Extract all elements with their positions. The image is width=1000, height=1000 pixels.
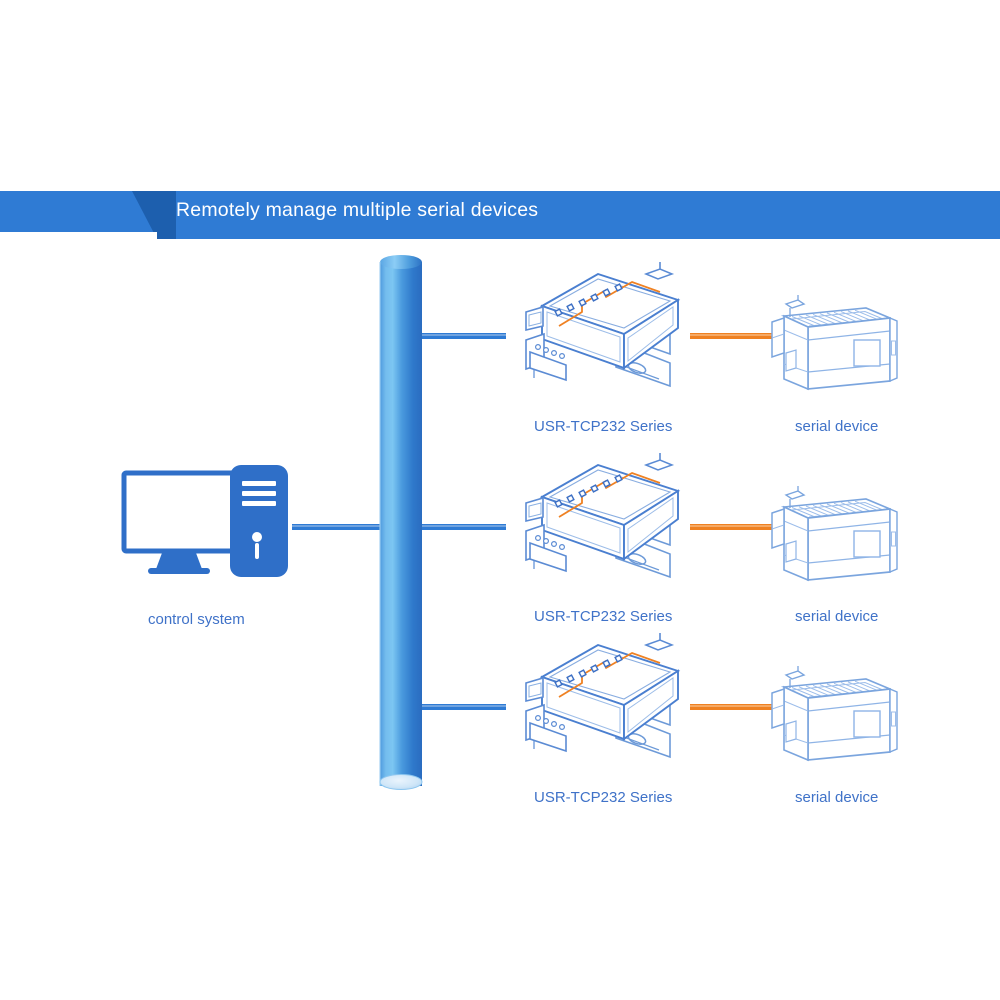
label-gateway-2: USR-TCP232 Series <box>534 608 673 625</box>
link-control-to-pillar <box>292 524 384 530</box>
link-gateway-to-device-2 <box>690 524 774 530</box>
serial-server-device-icon <box>525 632 679 758</box>
plc-device-icon <box>771 294 898 390</box>
serial-server-device-icon <box>525 261 679 387</box>
label-gateway-3: USR-TCP232 Series <box>534 789 673 806</box>
banner-notch-icon <box>132 191 176 239</box>
plc-device-icon <box>771 665 898 761</box>
desktop-computer-icon <box>121 465 288 577</box>
label-serial-device-2: serial device <box>795 608 879 625</box>
link-gateway-to-device-3 <box>690 704 774 710</box>
label-serial-device-1: serial device <box>795 418 879 435</box>
label-control-system: control system <box>148 611 245 628</box>
banner <box>0 191 1000 239</box>
page-title: Remotely manage multiple serial devices <box>176 199 539 221</box>
serial-server-device-icon <box>525 452 679 578</box>
link-pillar-to-gateway-2 <box>422 524 506 530</box>
label-gateway-1: USR-TCP232 Series <box>534 418 673 435</box>
link-pillar-to-gateway-1 <box>422 333 506 339</box>
plc-device-icon <box>771 485 898 581</box>
links <box>292 333 774 710</box>
banner-left-cut <box>0 232 157 239</box>
network-cylinder-icon <box>379 255 423 790</box>
link-gateway-to-device-1 <box>690 333 774 339</box>
link-pillar-to-gateway-3 <box>422 704 506 710</box>
label-serial-device-3: serial device <box>795 789 879 806</box>
